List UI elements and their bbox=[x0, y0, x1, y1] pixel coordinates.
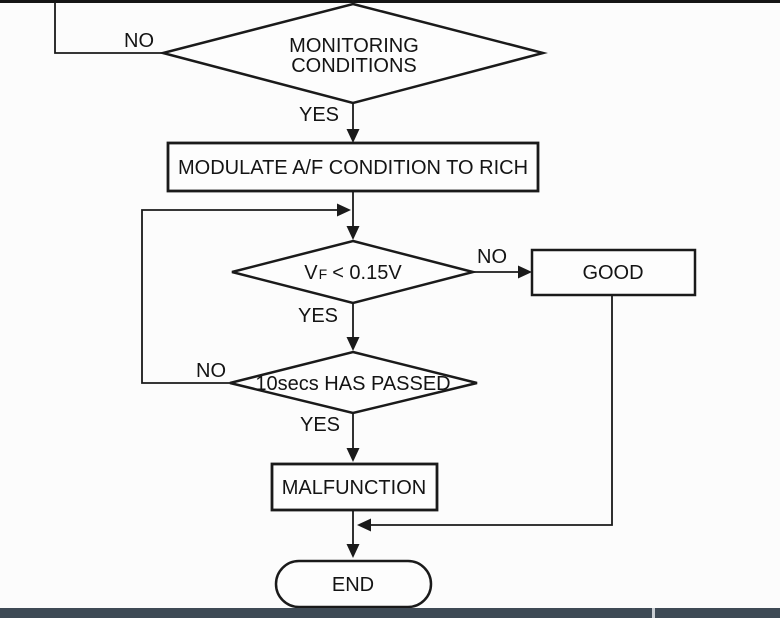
bottom-bar bbox=[0, 608, 780, 618]
timer-check-diamond bbox=[229, 350, 478, 415]
vf-condition-text: < 0.15V bbox=[332, 262, 402, 284]
monitoring-conditions-label-line1: MONITORING bbox=[289, 35, 419, 57]
end-label: END bbox=[332, 574, 374, 596]
arrowhead-into-timer bbox=[346, 337, 360, 351]
edge-good-return bbox=[371, 295, 613, 526]
arrowhead-return-join bbox=[357, 518, 371, 532]
arrowhead-into-end bbox=[346, 544, 360, 558]
good-box bbox=[530, 248, 697, 297]
vf-base-text: V bbox=[304, 262, 318, 284]
bottom-bar-separator bbox=[652, 608, 655, 618]
malfunction-label: MALFUNCTION bbox=[282, 477, 426, 499]
timer-no-label: NO bbox=[196, 360, 226, 382]
modulate-label: MODULATE A/F CONDITION TO RICH bbox=[178, 157, 528, 179]
arrowhead-into-modulate bbox=[346, 129, 360, 143]
edges bbox=[54, 0, 613, 558]
vf-check-label: VF< 0.15V bbox=[304, 262, 402, 284]
edge-labels: NO YES NO YES NO YES bbox=[124, 30, 507, 436]
vf-yes-label: YES bbox=[298, 305, 338, 327]
nodes: MONITORING CONDITIONS MODULATE A/F CONDI… bbox=[158, 2, 697, 609]
malfunction-box bbox=[270, 462, 439, 512]
timer-check-label: 10secs HAS PASSED bbox=[255, 373, 450, 395]
monitoring-no-label: NO bbox=[124, 30, 154, 52]
arrowhead-into-vf bbox=[346, 226, 360, 240]
good-label: GOOD bbox=[582, 262, 643, 284]
end-terminator bbox=[274, 559, 433, 609]
timer-yes-label: YES bbox=[300, 414, 340, 436]
monitoring-conditions-diamond bbox=[158, 2, 548, 105]
arrowhead-loop-join bbox=[337, 203, 351, 217]
monitoring-yes-label: YES bbox=[299, 104, 339, 126]
vf-subscript-text: F bbox=[319, 266, 328, 282]
arrowhead-into-malfunction bbox=[346, 448, 360, 462]
arrowhead-into-good bbox=[518, 265, 532, 279]
modulate-box bbox=[166, 141, 540, 193]
edge-timer-no-loop bbox=[141, 209, 338, 384]
edge-monitoring-no bbox=[54, 2, 163, 54]
vf-check-diamond bbox=[231, 239, 478, 305]
vf-no-label: NO bbox=[477, 246, 507, 268]
monitoring-conditions-label-line2: CONDITIONS bbox=[291, 55, 417, 77]
top-border bbox=[0, 0, 780, 3]
